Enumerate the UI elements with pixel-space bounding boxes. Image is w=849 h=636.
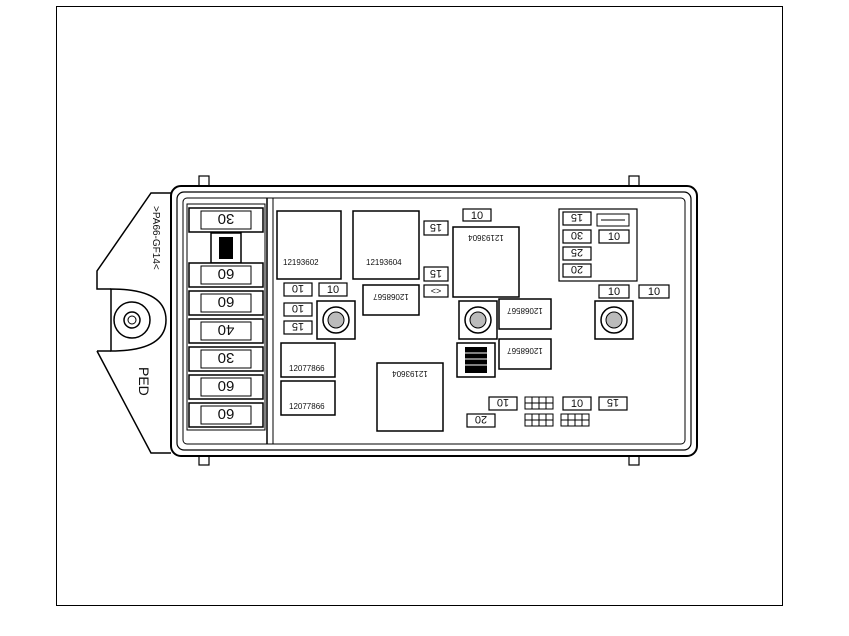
- relay: 12068567: [498, 298, 552, 330]
- fuse-block-housing: [96, 175, 698, 466]
- mini-fuse-label: 10: [571, 398, 583, 410]
- mini-fuse: <>: [423, 284, 449, 298]
- mini-fuse: 15: [283, 320, 313, 335]
- relay-part-number: 12193604: [366, 258, 402, 267]
- relay: 12068567: [362, 284, 420, 316]
- relay-part-number: 12068567: [373, 292, 409, 301]
- maxi-fuse: 60: [188, 402, 264, 428]
- stud-terminal-icon: [594, 300, 634, 340]
- mini-fuse-label: 15: [430, 267, 442, 279]
- relay: 12193604: [352, 210, 420, 280]
- maxi-fuse-label: 30: [218, 210, 235, 227]
- mini-fuse-label: 10: [327, 284, 339, 296]
- relay-part-number: 12068567: [507, 306, 543, 315]
- relay: 12077866: [280, 342, 336, 378]
- mini-fuse-label: 30: [571, 229, 583, 241]
- maxi-fuse-label: 60: [218, 405, 235, 422]
- mini-fuse: 10: [598, 284, 630, 299]
- maxi-fuse: 60: [188, 290, 264, 316]
- mini-fuse-label: 25: [571, 246, 583, 258]
- stud-terminal-icon: [316, 300, 356, 340]
- relay: 12193602: [276, 210, 342, 280]
- material-code: >PA66-GF14<: [150, 206, 161, 270]
- mini-fuse: 10: [318, 282, 348, 297]
- maxi-fuse-label: 60: [218, 265, 235, 282]
- mini-fuse-label: 10: [648, 286, 660, 298]
- relay: 12077866: [280, 380, 336, 416]
- side-label: PED: [136, 367, 152, 396]
- mini-fuse: 25: [562, 246, 592, 261]
- mini-fuse-label: 10: [497, 396, 509, 408]
- grid-connector-icon: [524, 413, 554, 427]
- relay-part-number: 12077866: [289, 402, 325, 411]
- mini-fuse-label: 20: [475, 413, 487, 425]
- mini-fuse-label: 10: [608, 231, 620, 243]
- relay: 12193604: [452, 226, 520, 298]
- mini-fuse-label: 10: [471, 210, 483, 222]
- mini-fuse: 15: [423, 266, 449, 282]
- connector-block: [456, 342, 496, 378]
- mounting-bolt-icon: [113, 301, 151, 339]
- maxi-fuse-label: 60: [218, 293, 235, 310]
- mini-fuse: 10: [598, 229, 630, 244]
- maxi-fuse: 60: [188, 374, 264, 400]
- mini-fuse: 20: [562, 263, 592, 278]
- relay-part-number: 12193602: [283, 258, 319, 267]
- mini-fuse-label: 10: [292, 302, 304, 314]
- mini-fuse: 10: [562, 396, 592, 411]
- mini-fuse: 15: [423, 220, 449, 236]
- relay-part-number: 12193604: [468, 233, 504, 242]
- mini-fuse-label: 15: [292, 320, 304, 332]
- maxi-fuse-label: 30: [218, 349, 235, 366]
- mini-fuse: 15: [562, 211, 592, 226]
- fuse-box-diagram: >PA66-GF14< PED 30 60 60 40 30 60: [96, 175, 698, 466]
- grid-connector-icon: [524, 396, 554, 410]
- mini-fuse-label: 10: [608, 286, 620, 298]
- fuse-connector-block: [210, 232, 242, 264]
- relay-part-number: 12068567: [507, 346, 543, 355]
- mini-fuse: 10: [638, 284, 670, 299]
- relay-part-number: 12077866: [289, 364, 325, 373]
- mini-fuse: 10: [488, 396, 518, 411]
- maxi-fuse: 30: [188, 207, 264, 233]
- mini-fuse: 10: [283, 302, 313, 317]
- diagram-frame: >PA66-GF14< PED 30 60 60 40 30 60: [56, 6, 783, 606]
- relay: 12068567: [498, 338, 552, 370]
- maxi-fuse: 60: [188, 262, 264, 288]
- mini-fuse-label: 15: [607, 396, 619, 408]
- mini-fuse: 10: [283, 282, 313, 297]
- mini-fuse-label: 15: [571, 211, 583, 223]
- mini-fuse-label: 10: [292, 282, 304, 294]
- mini-fuse-label: <>: [431, 286, 442, 296]
- mini-fuse-label: 15: [430, 221, 442, 233]
- stud-terminal-icon: [458, 300, 498, 340]
- mini-fuse: 10: [462, 208, 492, 222]
- relay-part-number: 12193604: [392, 369, 428, 378]
- mini-fuse-label: 20: [571, 263, 583, 275]
- grid-connector-icon: [560, 413, 590, 427]
- maxi-fuse: 30: [188, 346, 264, 372]
- mini-fuse-group: [558, 208, 638, 282]
- mini-fuse: 20: [466, 413, 496, 428]
- maxi-fuse: 40: [188, 318, 264, 344]
- maxi-fuse-column: [186, 203, 266, 431]
- maxi-fuse-label: 60: [218, 377, 235, 394]
- mini-fuse: 30: [562, 229, 592, 244]
- relay: 12193604: [376, 362, 444, 432]
- maxi-fuse-label: 40: [218, 321, 235, 338]
- mini-fuse: 15: [598, 396, 628, 411]
